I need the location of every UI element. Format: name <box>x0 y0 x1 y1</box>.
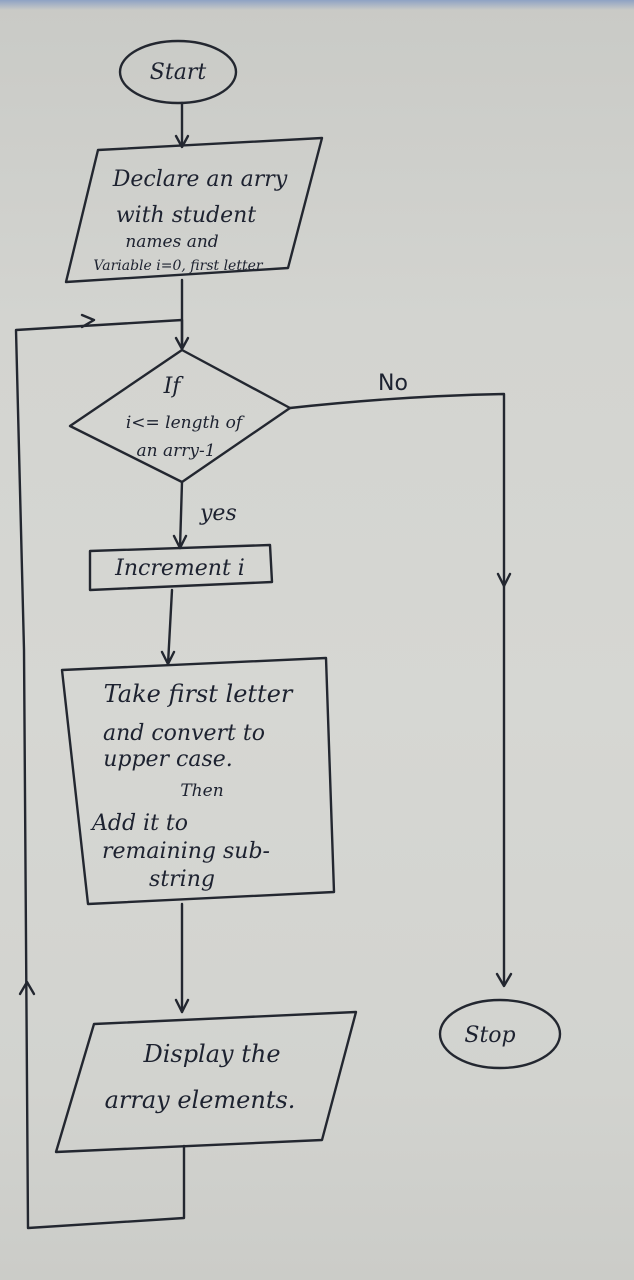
arrowhead-no-mid <box>496 572 512 588</box>
arrow-decision-to-increment <box>178 480 184 550</box>
display-box: Display the array elements. <box>54 1010 358 1154</box>
declare-line-4: Variable i=0, first letter <box>93 258 263 274</box>
arrowhead-loop-right <box>80 313 96 329</box>
decision-line-3: an arry-1 <box>136 441 215 461</box>
start-terminal: Start <box>118 39 238 105</box>
yes-label: yes <box>199 501 237 526</box>
declare-line-3: names and <box>125 232 218 252</box>
display-line-2: array elements. <box>105 1086 296 1114</box>
increment-rect <box>88 543 274 592</box>
process-box: Take first letter and convert to upper c… <box>60 656 336 906</box>
arrow-increment-to-process <box>166 588 174 666</box>
declare-line-1: Declare an arry <box>112 167 288 192</box>
process-line-3: upper case. <box>103 747 233 772</box>
decision-diamond: If i<= length of an arry-1 <box>68 348 292 484</box>
declare-parallelogram <box>64 136 324 284</box>
display-line-1: Display the <box>142 1040 280 1068</box>
stop-terminal: Stop <box>438 998 562 1070</box>
arrow-no-branch <box>288 392 506 986</box>
declare-line-2: with student <box>116 203 256 228</box>
arrowhead-declare <box>174 134 190 149</box>
start-label: Start <box>150 60 207 85</box>
no-label: No <box>378 371 408 396</box>
process-line-6: remaining sub- <box>102 839 270 864</box>
arrowhead-display <box>174 998 190 1014</box>
stop-oval <box>438 998 562 1070</box>
increment-label: Increment i <box>114 556 245 581</box>
arrowhead-stop <box>495 972 513 988</box>
decision-line-1: If <box>163 374 185 399</box>
display-parallelogram <box>54 1010 358 1154</box>
arrowhead-loop-up <box>18 980 36 996</box>
decision-line-2: i<= length of <box>126 413 245 433</box>
start-oval <box>118 39 238 105</box>
loop-back-line <box>14 318 186 1230</box>
process-line-4: Then <box>180 781 223 801</box>
process-rect <box>60 656 336 906</box>
process-line-7: string <box>149 867 215 892</box>
declare-box: Declare an arry with student names and V… <box>64 136 324 284</box>
process-line-5: Add it to <box>90 811 188 836</box>
process-line-2: and convert to <box>103 721 265 746</box>
process-line-1: Take first letter <box>104 680 294 708</box>
increment-box: Increment i <box>88 543 274 592</box>
stop-label: Stop <box>464 1023 515 1048</box>
